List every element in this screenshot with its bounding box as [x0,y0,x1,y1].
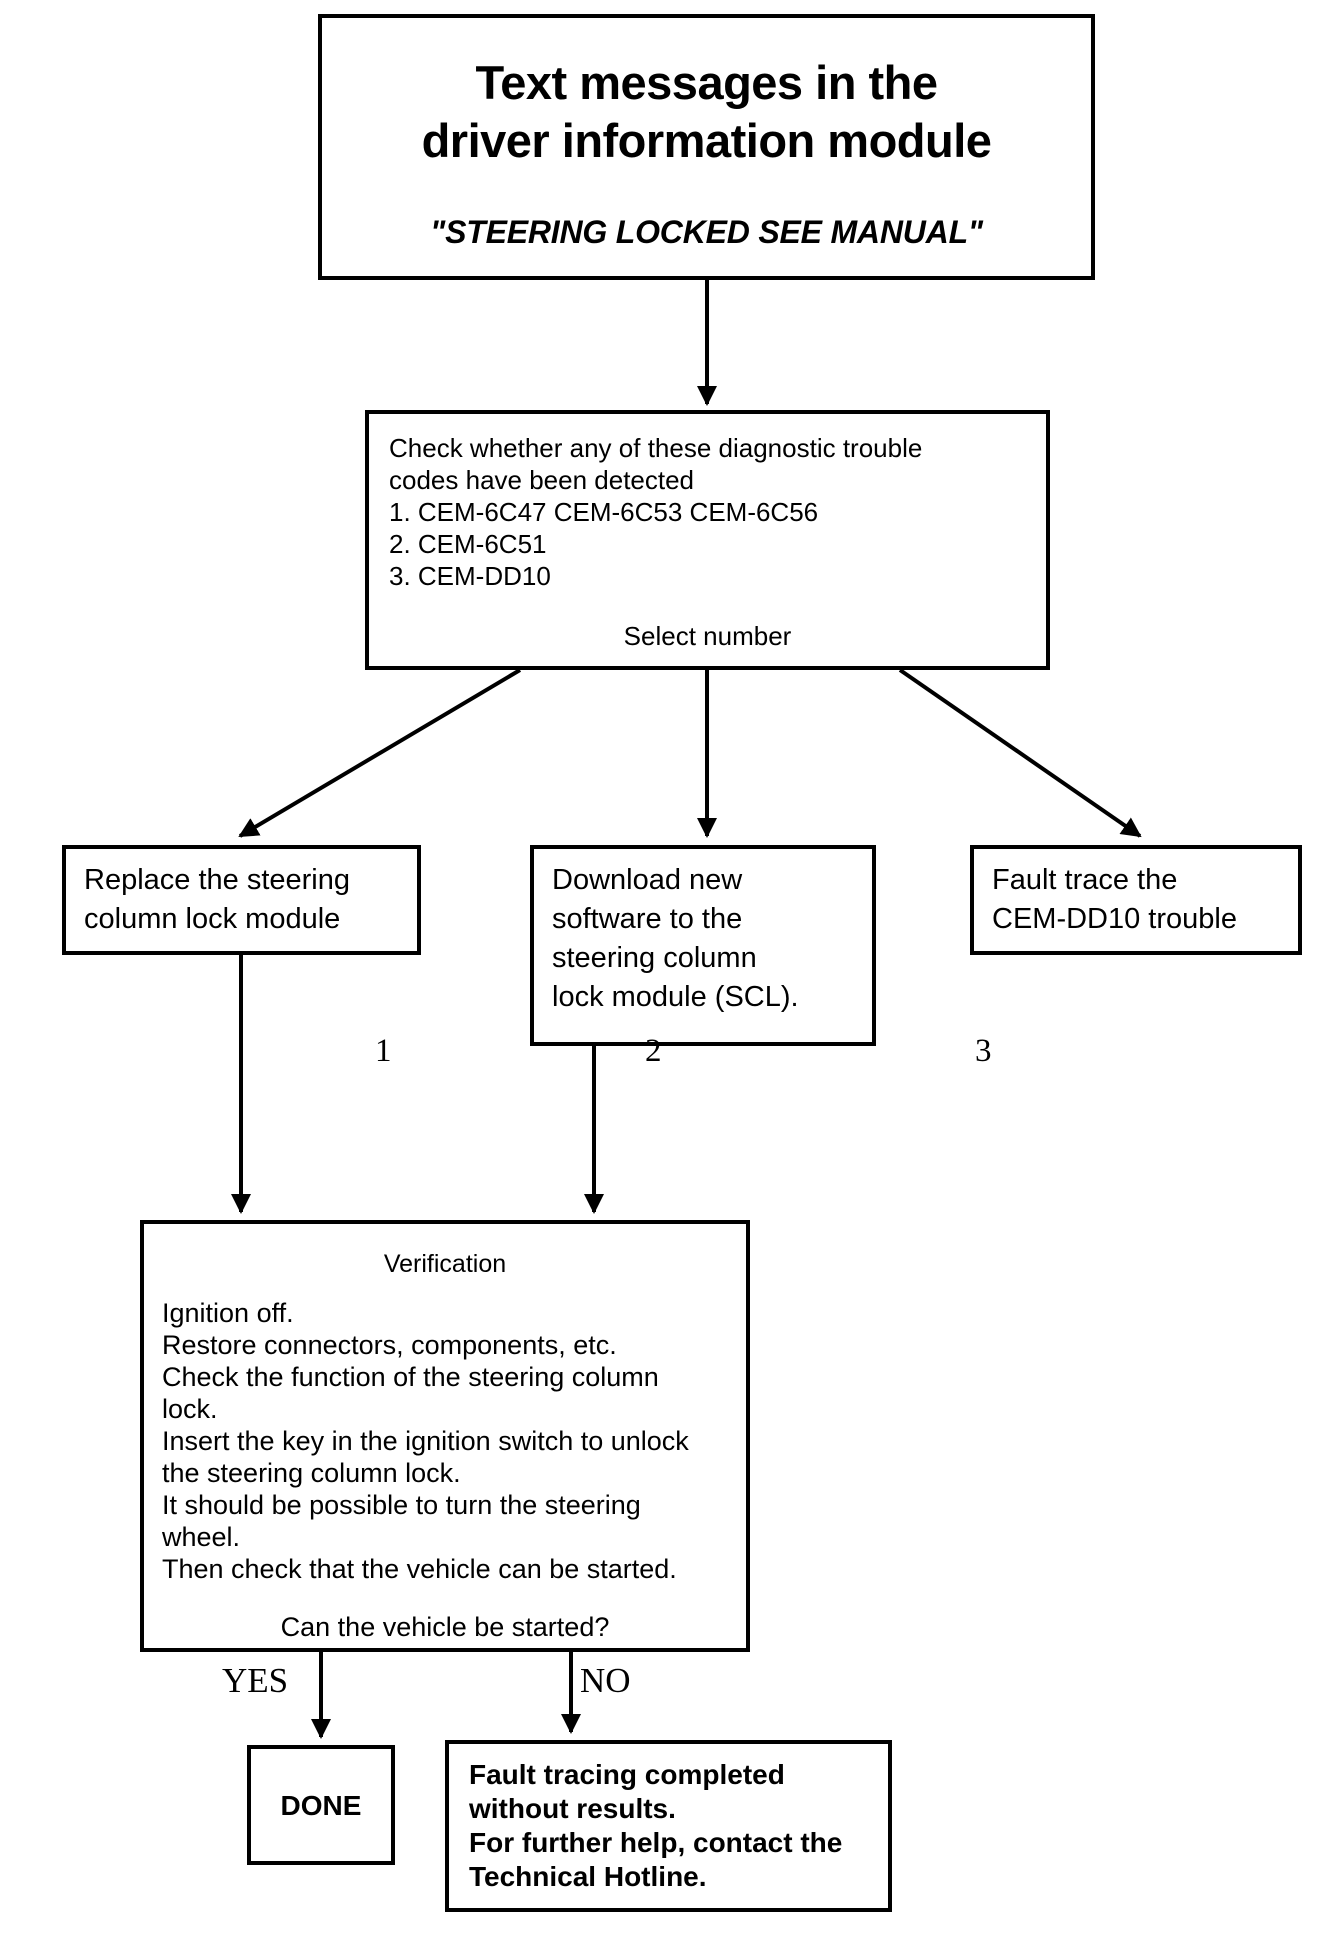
verification-line-9: Then check that the vehicle can be start… [162,1554,677,1584]
action-box-replace-scl: Replace the steering column lock module [62,845,421,955]
verification-box: Verification Ignition off. Restore conne… [140,1220,750,1652]
terminal-box-done: DONE [247,1745,395,1865]
diagnostic-instruction-line-1: Check whether any of these diagnostic tr… [389,433,923,463]
replace-line-1: Replace the steering [84,864,350,896]
hotline-line-1: Fault tracing completed [469,1759,785,1790]
download-line-2: software to the [552,903,743,935]
hotline-line-4: Technical Hotline. [469,1861,707,1892]
verification-line-5: Insert the key in the ignition switch to… [162,1426,689,1456]
terminal-box-technical-hotline: Fault tracing completed without results.… [445,1740,892,1912]
verification-question: Can the vehicle be started? [280,1612,610,1642]
title-box: Text messages in the driver information … [318,14,1095,280]
branch-label-no: NO [580,1661,631,1700]
fault-trace-line-2: CEM-DD10 trouble [992,903,1237,935]
diagnostic-instruction-line-2: codes have been detected [389,465,695,495]
hotline-line-2: without results. [469,1793,676,1824]
done-label: DONE [280,1790,362,1821]
branch-label-1: 1 [375,1033,392,1069]
verification-line-2: Restore connectors, components, etc. [162,1330,617,1360]
branch-label-3: 3 [975,1033,992,1069]
page-subtitle: "STEERING LOCKED SEE MANUAL" [430,214,983,250]
action-box-fault-trace-dd10: Fault trace the CEM-DD10 trouble [970,845,1302,955]
verification-steps: Ignition off. Restore connectors, compon… [144,1297,746,1643]
diagnostic-code-item-2: 2. CEM-6C51 [389,529,547,559]
branch-label-yes: YES [222,1661,289,1700]
verification-line-4: lock. [162,1394,218,1424]
page-title-line-1: Text messages in the [475,56,938,109]
verification-line-1: Ignition off. [162,1298,294,1328]
download-line-1: Download new [552,864,743,896]
diagnostic-code-item-3: 3. CEM-DD10 [389,561,551,591]
hotline-line-3: For further help, contact the [469,1827,843,1858]
verification-heading: Verification [383,1250,507,1278]
page-title-line-2: driver information module [421,114,992,167]
action-box-download-software: Download new software to the steering co… [530,845,876,1046]
select-number-prompt: Select number [623,621,792,651]
diagnostic-code-item-1: 1. CEM-6C47 CEM-6C53 CEM-6C56 [389,497,819,527]
verification-line-3: Check the function of the steering colum… [162,1362,659,1392]
replace-line-2: column lock module [84,903,341,935]
diagnostic-codes-box: Check whether any of these diagnostic tr… [365,410,1050,670]
connector-branch-1 [238,668,522,838]
fault-trace-line-1: Fault trace the [992,864,1178,896]
download-line-3: steering column [552,942,757,974]
branch-label-2: 2 [645,1033,662,1069]
verification-line-7: It should be possible to turn the steeri… [162,1490,641,1520]
connector-branch-3 [898,668,1142,838]
verification-line-6: the steering column lock. [162,1458,461,1488]
verification-line-8: wheel. [162,1522,241,1552]
download-line-4: lock module (SCL). [552,981,799,1013]
